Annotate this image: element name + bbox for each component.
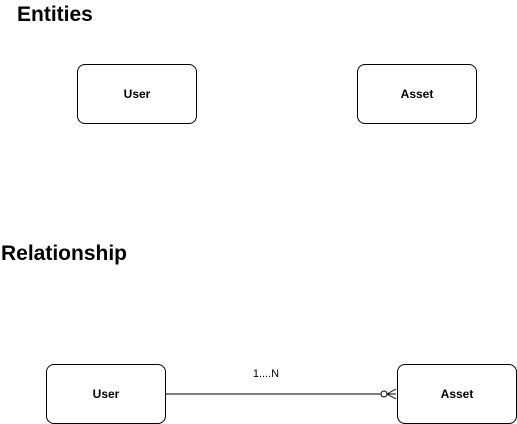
relationship-entity-asset-label: Asset <box>440 387 474 401</box>
relationship-entity-asset[interactable]: Asset <box>397 364 517 424</box>
entities-heading: Entities <box>17 3 93 26</box>
entity-asset-label: Asset <box>400 87 434 101</box>
relationship-entity-user[interactable]: User <box>46 364 166 424</box>
entity-asset[interactable]: Asset <box>357 64 477 124</box>
relationship-entity-user-label: User <box>92 387 120 401</box>
relationship-heading: Relationship <box>1 242 128 265</box>
cardinality-label: 1....N <box>252 368 280 380</box>
entity-user[interactable]: User <box>77 64 197 124</box>
zero-optional-circle-icon <box>380 390 388 398</box>
crows-foot-many-icon <box>386 388 397 400</box>
entity-user-label: User <box>123 87 151 101</box>
